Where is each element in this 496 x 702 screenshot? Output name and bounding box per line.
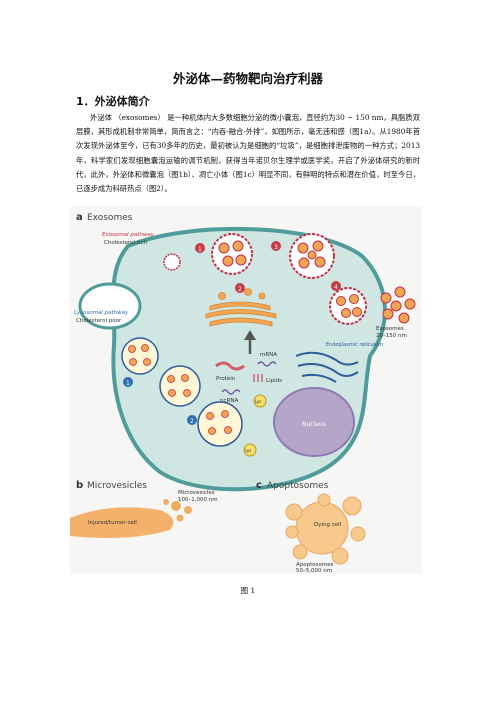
- step-1-number: 1: [198, 246, 202, 253]
- lysosome-vesicle-3: [197, 401, 243, 447]
- lipids-icon: [253, 374, 263, 382]
- step-1-marker: [195, 243, 205, 253]
- mrna-label: mRNA: [260, 352, 277, 358]
- cholesterol-poor-label: Cholesterol poor: [76, 318, 122, 324]
- lysosome-vesicle-1: [121, 337, 159, 375]
- step-1-blue-number: 1: [126, 380, 130, 387]
- step-3-number: 3: [274, 244, 278, 251]
- step-3-marker: [271, 241, 281, 251]
- lys-label-2: Lys: [245, 448, 251, 453]
- panel-c-title: Apoptosomes: [267, 481, 329, 491]
- golgi-apparatus: [205, 288, 277, 327]
- exosomal-pathway-label: Exosomal pathway: [102, 232, 155, 238]
- microvesicle-blobs: [163, 499, 192, 522]
- figure-caption: 图 1: [240, 586, 256, 595]
- panel-a-label: a: [76, 212, 83, 223]
- step-2-number: 2: [238, 286, 242, 293]
- nucleus-label: Nucleus: [302, 421, 326, 428]
- ncrna-label: ncRNA: [220, 398, 238, 404]
- mvb-1: [211, 233, 253, 275]
- injured-cell-shape: [70, 507, 174, 538]
- protein-icon: [215, 361, 245, 371]
- document-title: 外泌体—药物靶向治疗利器: [172, 71, 323, 86]
- panel-a-title: Exosomes: [87, 213, 133, 223]
- mvb-2: [289, 233, 335, 279]
- panel-b-label: b: [76, 480, 83, 491]
- section-heading: 1．外泌体简介: [76, 95, 150, 108]
- cholesterol-rich-label: Cholesterol rich: [104, 240, 148, 246]
- arrow-head-icon: [244, 330, 256, 340]
- exosomes-label: Exosomes: [376, 326, 404, 332]
- step-2-blue-number: 2: [190, 418, 194, 425]
- mrna-icon: [257, 361, 277, 367]
- lys-bubble-2: [243, 443, 257, 457]
- released-exosomes: [380, 286, 416, 324]
- lysosome-cargo-2: [167, 374, 191, 397]
- protein-label: Protein: [216, 376, 236, 382]
- exosomes-size: 20–150 nm: [376, 333, 407, 339]
- step-4-marker: [331, 281, 341, 291]
- figure-illustration: a Exosomes Exosomal pathway Cholesterol …: [70, 212, 416, 574]
- lipids-label: Lipids: [266, 378, 282, 384]
- lysosomal-pathway-label: Lysosomal pathway: [74, 310, 129, 316]
- nucleus: [273, 387, 355, 457]
- step-4-number: 4: [334, 284, 338, 291]
- step-2-marker: [235, 283, 245, 293]
- lysosome-cargo-1: [128, 344, 151, 366]
- injured-cell-label: Injured/tumor cell: [88, 520, 137, 526]
- microvesicles-label: Microvesicles: [178, 490, 215, 496]
- early-endosome: [163, 253, 181, 271]
- intro-paragraph: 外泌体 （exosomes） 是一种机体内大多数细胞分泌的微小囊泡，直径约为30…: [76, 113, 420, 194]
- lysosome-vesicle-2: [159, 365, 201, 407]
- er-shape: [295, 351, 359, 383]
- mvb-3: [329, 287, 367, 325]
- ncrna-icon: [221, 389, 241, 395]
- lysosome-cargo-3: [206, 410, 232, 435]
- panel-b-title: Microvesicles: [87, 481, 147, 491]
- step-2-blue-marker: [187, 415, 197, 425]
- er-label: Endoplasmic reticulum: [326, 342, 383, 348]
- panel-c-label: c: [256, 480, 262, 491]
- apoptosomes-label: Apoptosomes: [296, 562, 334, 568]
- lys-label-1: Lys: [255, 399, 261, 404]
- lysosomal-pocket: [78, 282, 142, 330]
- step-1-blue-marker: [123, 377, 133, 387]
- apoptosomes-size: 50–5,000 nm: [296, 568, 332, 574]
- lys-bubble-1: [253, 394, 267, 408]
- figure-1: a Exosomes Exosomal pathway Cholesterol …: [70, 206, 422, 574]
- microvesicles-size: 100–1,000 nm: [178, 497, 218, 503]
- dying-cell-shape: [285, 493, 366, 565]
- dying-cell-label-1: Dying cell: [314, 522, 342, 528]
